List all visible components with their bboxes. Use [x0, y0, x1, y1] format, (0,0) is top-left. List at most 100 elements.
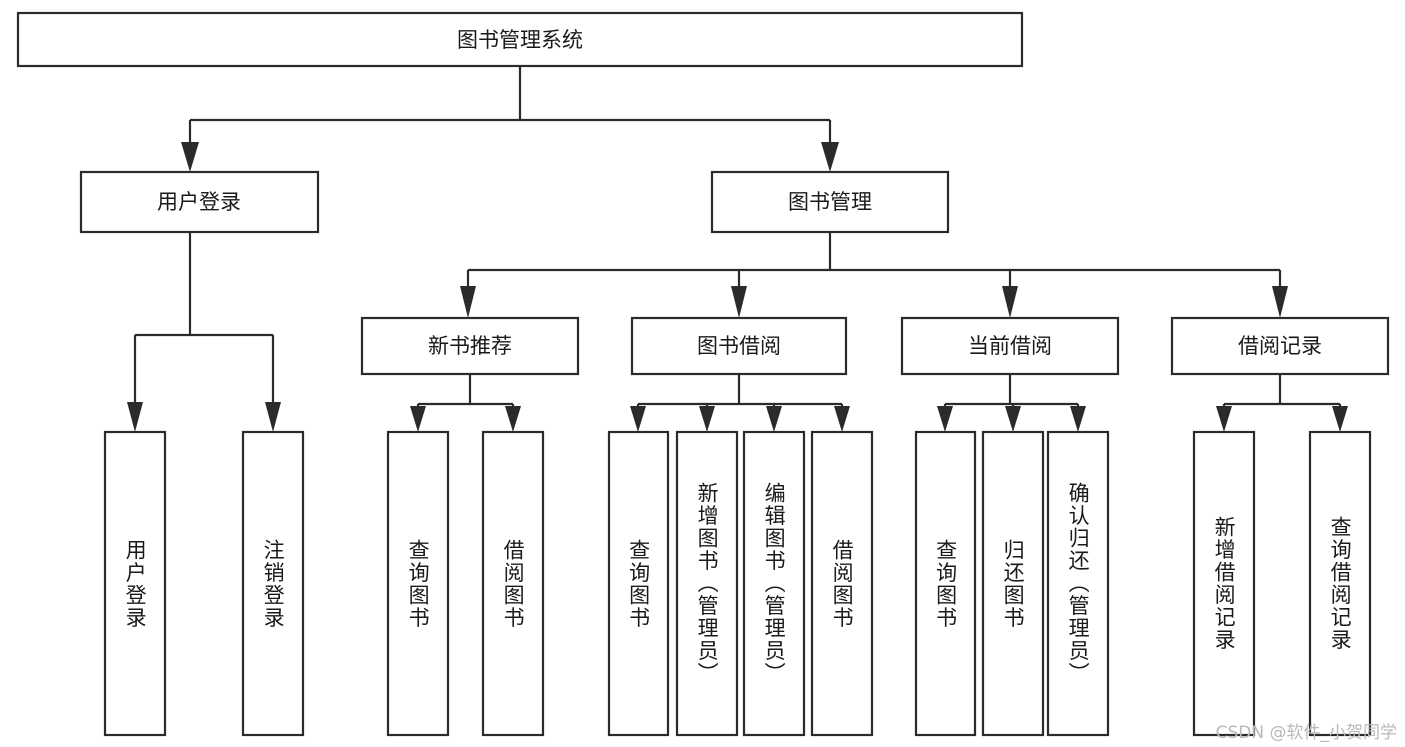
node-root-label: 图书管理系统: [457, 28, 583, 52]
node-book-management-label: 图书管理: [788, 190, 872, 214]
leaf-current-borrow-return-fo: 归还图书: [1001, 538, 1026, 629]
leaf-current-borrow-return[interactable]: 归还图书: [981, 430, 1045, 737]
leaf-book-borrow-borrow-box[interactable]: [810, 430, 874, 737]
edge-group-newbook: [410, 374, 521, 432]
edge-group-userlogin: [127, 232, 281, 432]
leaf-current-borrow-confirm-label: 确认归还（管理员）: [1066, 482, 1091, 685]
node-user-login-box[interactable]: [79, 170, 320, 234]
leaf-new-book-query-label: 查询图书: [406, 538, 431, 629]
leaf-book-borrow-edit[interactable]: 编辑图书（管理员）: [742, 430, 806, 737]
node-book-borrow[interactable]: 图书借阅: [630, 316, 848, 376]
leaf-current-borrow-confirm-box[interactable]: [1046, 430, 1110, 737]
leaf-user-login-login-box[interactable]: [103, 430, 167, 737]
leaf-user-login-logout[interactable]: 注销登录: [241, 430, 305, 737]
arrowhead-leaf-cb-2: [1005, 406, 1021, 432]
leaf-new-book-query[interactable]: 查询图书: [386, 430, 450, 737]
node-new-book-recommend-box[interactable]: [360, 316, 580, 376]
leaf-book-borrow-query-box[interactable]: [607, 430, 670, 737]
arrowhead-leaf-br-2: [1332, 406, 1348, 432]
node-current-borrow-label: 当前借阅: [968, 334, 1052, 358]
arrowhead-leaf-cb-3: [1070, 406, 1086, 432]
edge-group-root: [181, 66, 839, 172]
leaf-book-borrow-borrow[interactable]: 借阅图书: [810, 430, 874, 737]
arrowhead-leaf-cb-1: [937, 406, 953, 432]
leaf-current-borrow-query-box[interactable]: [914, 430, 977, 737]
edge-group-borrowrecord: [1216, 374, 1348, 432]
arrowhead-leaf-bb-2: [699, 406, 715, 432]
arrowhead-leaf-bb-1: [630, 406, 646, 432]
node-root[interactable]: 图书管理系统: [16, 11, 1024, 68]
leaf-borrow-record-add-fo: 新增借阅记录: [1212, 516, 1237, 651]
leaf-borrow-record-query-label: 查询借阅记录: [1328, 516, 1353, 651]
node-current-borrow-box[interactable]: [900, 316, 1120, 376]
leaf-current-borrow-return-label: 归还图书: [1001, 538, 1026, 629]
leaf-book-borrow-query-fo: 查询图书: [626, 538, 651, 629]
node-new-book-recommend[interactable]: 新书推荐: [360, 316, 580, 376]
leaf-user-login-logout-box[interactable]: [241, 430, 305, 737]
leaf-borrow-record-query-fo: 查询借阅记录: [1328, 516, 1353, 651]
arrowhead-currentborrow: [1002, 286, 1018, 318]
leaf-user-login-login[interactable]: 用户登录: [103, 430, 167, 737]
leaf-new-book-borrow-fo: 借阅图书: [501, 538, 526, 629]
leaf-user-login-logout-fo: 注销登录: [261, 538, 286, 629]
leaf-new-book-borrow[interactable]: 借阅图书: [481, 430, 545, 737]
leaf-book-borrow-add-box[interactable]: [675, 430, 739, 737]
arrowhead-leaf-bb-3: [766, 406, 782, 432]
arrowhead-bookborrow: [731, 286, 747, 318]
leaf-current-borrow-return-box[interactable]: [981, 430, 1045, 737]
leaf-current-borrow-confirm-fo: 确认归还（管理员）: [1066, 482, 1091, 685]
arrowhead-leaf-nb-1: [410, 406, 426, 432]
leaf-borrow-record-add-box[interactable]: [1192, 430, 1256, 737]
leaf-new-book-borrow-label: 借阅图书: [501, 538, 526, 629]
leaf-current-borrow-confirm[interactable]: 确认归还（管理员）: [1046, 430, 1110, 737]
leaf-borrow-record-add-label: 新增借阅记录: [1212, 516, 1237, 651]
node-root-box[interactable]: [16, 11, 1024, 68]
arrowhead-leaf-logout: [265, 402, 281, 432]
leaf-user-login-logout-label: 注销登录: [261, 538, 286, 629]
leaf-current-borrow-query-fo: 查询图书: [933, 538, 958, 629]
leaf-book-borrow-query[interactable]: 查询图书: [607, 430, 670, 737]
leaf-book-borrow-edit-fo: 编辑图书（管理员）: [762, 482, 787, 685]
leaf-book-borrow-query-label: 查询图书: [626, 538, 651, 629]
arrowhead-userlogin: [181, 142, 199, 172]
leaf-book-borrow-add-fo: 新增图书（管理员）: [695, 482, 720, 685]
leaf-book-borrow-borrow-fo: 借阅图书: [830, 538, 855, 629]
node-borrow-record-label: 借阅记录: [1238, 334, 1322, 358]
node-book-borrow-label: 图书借阅: [697, 334, 781, 358]
node-borrow-record[interactable]: 借阅记录: [1170, 316, 1390, 376]
edge-group-bookborrow: [630, 374, 850, 432]
arrowhead-bookmgmt: [821, 142, 839, 172]
node-book-management[interactable]: 图书管理: [710, 170, 950, 234]
leaf-book-borrow-edit-label: 编辑图书（管理员）: [762, 482, 787, 685]
arrowhead-leaf-bb-4: [834, 406, 850, 432]
leaf-borrow-record-query-box[interactable]: [1308, 430, 1372, 737]
edge-group-bookmgmt: [460, 232, 1288, 318]
node-user-login-label: 用户登录: [157, 190, 241, 214]
leaf-current-borrow-query[interactable]: 查询图书: [914, 430, 977, 737]
node-user-login[interactable]: 用户登录: [79, 170, 320, 234]
node-current-borrow[interactable]: 当前借阅: [900, 316, 1120, 376]
node-borrow-record-box[interactable]: [1170, 316, 1390, 376]
leaf-new-book-query-box[interactable]: [386, 430, 450, 737]
leaf-new-book-borrow-box[interactable]: [481, 430, 545, 737]
leaf-book-borrow-borrow-label: 借阅图书: [830, 538, 855, 629]
arrowhead-newbook: [460, 286, 476, 318]
arrowhead-leaf-user-login: [127, 402, 143, 432]
leaf-book-borrow-add[interactable]: 新增图书（管理员）: [675, 430, 739, 737]
node-book-borrow-box[interactable]: [630, 316, 848, 376]
leaf-user-login-login-label: 用户登录: [123, 538, 148, 629]
arrowhead-borrowrecord: [1272, 286, 1288, 318]
edge-group-currentborrow: [937, 374, 1086, 432]
leaf-borrow-record-query[interactable]: 查询借阅记录: [1308, 430, 1372, 737]
leaf-book-borrow-edit-box[interactable]: [742, 430, 806, 737]
leaf-new-book-query-fo: 查询图书: [406, 538, 431, 629]
leaf-borrow-record-add[interactable]: 新增借阅记录: [1192, 430, 1256, 737]
node-book-management-box[interactable]: [710, 170, 950, 234]
leaf-user-login-login-fo: 用户登录: [123, 538, 148, 629]
arrowhead-leaf-br-1: [1216, 406, 1232, 432]
arrowhead-leaf-nb-2: [505, 406, 521, 432]
leaf-current-borrow-query-label: 查询图书: [933, 538, 958, 629]
leaf-book-borrow-add-label: 新增图书（管理员）: [695, 482, 720, 685]
